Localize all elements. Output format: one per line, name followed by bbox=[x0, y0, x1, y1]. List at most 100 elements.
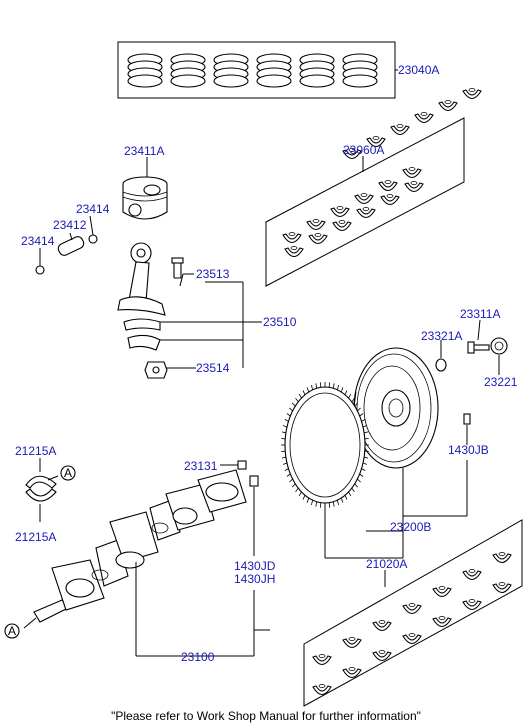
bearing-oil-hole bbox=[468, 569, 476, 573]
gear-tooth bbox=[286, 473, 291, 477]
bearing-shell bbox=[380, 195, 400, 206]
label-23411A: 23411A bbox=[124, 144, 164, 158]
gear-tooth bbox=[361, 419, 366, 422]
leaders-conrod bbox=[160, 273, 262, 369]
bearing-oil-hole bbox=[396, 124, 404, 128]
gear-tooth bbox=[357, 478, 361, 483]
bearing-shell bbox=[432, 617, 452, 628]
gear-tooth bbox=[295, 397, 299, 403]
gear-tooth bbox=[362, 425, 367, 428]
bearing-oil-hole bbox=[468, 599, 476, 603]
bearing-oil-hole bbox=[378, 650, 386, 654]
leaders-flywheel bbox=[324, 460, 468, 559]
gear-tooth bbox=[281, 438, 286, 440]
thrust-washer-set bbox=[25, 458, 59, 522]
bearing-shell bbox=[462, 89, 482, 100]
bearing-shell bbox=[402, 604, 422, 615]
bearing-oil-hole bbox=[348, 667, 356, 671]
gear-tooth bbox=[359, 473, 364, 477]
bearing-oil-hole bbox=[438, 616, 446, 620]
label-a-right: A bbox=[64, 466, 72, 480]
bearing-oil-hole bbox=[360, 193, 368, 197]
crankshaft bbox=[23, 469, 270, 657]
gear-tooth bbox=[281, 456, 286, 459]
gear-tooth bbox=[359, 413, 364, 417]
gear-tooth bbox=[283, 462, 288, 465]
gear-tooth bbox=[357, 407, 361, 412]
dowel-pin-crank bbox=[249, 475, 259, 556]
dowel-pin-flywheel bbox=[463, 413, 471, 445]
bearing-shell bbox=[438, 101, 458, 112]
piston-ring bbox=[127, 74, 163, 88]
bearing-oil-hole bbox=[386, 194, 394, 198]
bearing-shell bbox=[366, 137, 386, 148]
gear-tooth bbox=[281, 450, 286, 452]
gear-tooth bbox=[302, 495, 306, 500]
bearing-oil-hole bbox=[348, 637, 356, 641]
piston-pin bbox=[57, 232, 85, 256]
gear-tooth bbox=[284, 468, 289, 471]
bearing-shell bbox=[414, 113, 434, 124]
gear-tooth bbox=[340, 497, 344, 503]
main-bearing-set bbox=[303, 519, 523, 707]
bearing-shell bbox=[404, 182, 424, 193]
bearing-oil-hole bbox=[362, 207, 370, 211]
gear-tooth bbox=[315, 383, 318, 389]
bearing-shell bbox=[342, 668, 362, 679]
crank-pin-23131 bbox=[220, 460, 247, 470]
bearing-shell bbox=[372, 651, 392, 662]
bearing-oil-hole bbox=[336, 206, 344, 210]
snap-ring-left bbox=[35, 248, 45, 275]
gear-tooth bbox=[286, 413, 291, 417]
label-21020A: 21020A bbox=[366, 557, 407, 571]
bearing-shell bbox=[492, 583, 512, 594]
gear-tooth bbox=[351, 397, 355, 403]
bearing-shell bbox=[312, 655, 332, 666]
bearing-shell bbox=[342, 149, 362, 160]
label-23414-top: 23414 bbox=[76, 202, 110, 216]
label-23221: 23221 bbox=[484, 375, 518, 389]
gear-tooth bbox=[354, 402, 358, 407]
piston-ring bbox=[213, 74, 249, 88]
gear-tooth bbox=[361, 468, 366, 471]
gear-tooth bbox=[315, 501, 318, 507]
gear-tooth bbox=[348, 393, 352, 399]
gear-tooth bbox=[364, 450, 369, 452]
label-1430JD: 1430JD bbox=[234, 559, 276, 573]
gear-tooth bbox=[295, 487, 299, 493]
flywheel bbox=[353, 347, 439, 469]
bearing-oil-hole bbox=[312, 219, 320, 223]
bearing-shell bbox=[402, 634, 422, 645]
label-23513: 23513 bbox=[196, 267, 230, 281]
label-21215A-bottom: 21215A bbox=[15, 530, 56, 544]
bearing-shell bbox=[308, 234, 328, 245]
bearing-shell bbox=[390, 125, 410, 136]
piston bbox=[122, 157, 168, 220]
gear-tooth bbox=[311, 500, 314, 506]
bearing-oil-hole bbox=[468, 88, 476, 92]
bearing-oil-hole bbox=[408, 633, 416, 637]
bearing-shell bbox=[342, 638, 362, 649]
label-21215A-top: 21215A bbox=[15, 444, 56, 458]
bearing-shell bbox=[462, 570, 482, 581]
bearing-oil-hole bbox=[378, 620, 386, 624]
label-23131: 23131 bbox=[184, 459, 218, 473]
bearing-oil-hole bbox=[408, 603, 416, 607]
bearing-shell bbox=[332, 221, 352, 232]
label-23514: 23514 bbox=[196, 361, 230, 375]
gear-tooth bbox=[354, 483, 358, 488]
gear-tooth bbox=[302, 390, 306, 395]
piston-ring bbox=[256, 74, 292, 88]
bearing-oil-hole bbox=[438, 586, 446, 590]
gear-tooth bbox=[364, 431, 369, 434]
gear-tooth bbox=[344, 390, 348, 395]
conrod-bearing-set bbox=[265, 88, 482, 287]
bearing-shell bbox=[330, 207, 350, 218]
label-23321A: 23321A bbox=[421, 329, 462, 343]
ring-gear bbox=[281, 382, 369, 508]
bearing-shell bbox=[462, 600, 482, 611]
label-a-left: A bbox=[8, 624, 16, 638]
bearing-oil-hole bbox=[410, 181, 418, 185]
label-23510: 23510 bbox=[263, 315, 297, 329]
bearing-oil-hole bbox=[348, 148, 356, 152]
